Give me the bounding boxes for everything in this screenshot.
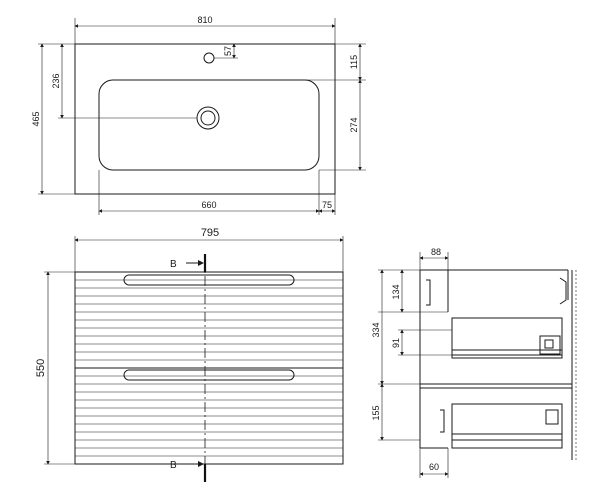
drain-outer [196,106,220,130]
dim-side-offset: 75 [322,200,332,210]
dim-back-offset: 115 [349,55,359,69]
handle-bottom [123,369,295,381]
dim-bowl-offset: 236 [51,73,61,88]
dim-lower-gap: 155 [371,405,381,420]
tap-hole [203,52,215,64]
dim-top-depth: 465 [31,111,41,126]
dim-drawer-inner: 91 [391,338,401,348]
dim-bottom-offset: 60 [429,462,439,472]
upper-drawer-box [451,317,563,359]
dim-front-width: 795 [201,227,219,239]
section-view: 88 134 334 91 155 60 [371,247,577,478]
top-view: 810 465 236 57 115 274 660 75 [31,15,366,215]
front-slats [75,279,343,457]
dim-bowl-width: 660 [201,200,216,210]
dim-front-height: 550 [35,359,47,377]
drain-inner [200,110,216,126]
dim-upper-gap: 134 [391,284,401,299]
basin-outline [74,43,336,195]
dim-bowl-depth: 274 [349,117,359,132]
dim-top-depth-section: 88 [431,247,441,257]
dim-tap-hole: 57 [223,46,233,56]
front-view: B B 795 550 [35,227,344,482]
lower-drawer-box [451,403,563,449]
dim-top-width: 810 [197,15,212,25]
handle-top [123,274,295,286]
section-label-bottom: B [170,460,177,471]
section-label-top: B [170,259,177,270]
dim-drawer-height: 334 [371,322,381,337]
